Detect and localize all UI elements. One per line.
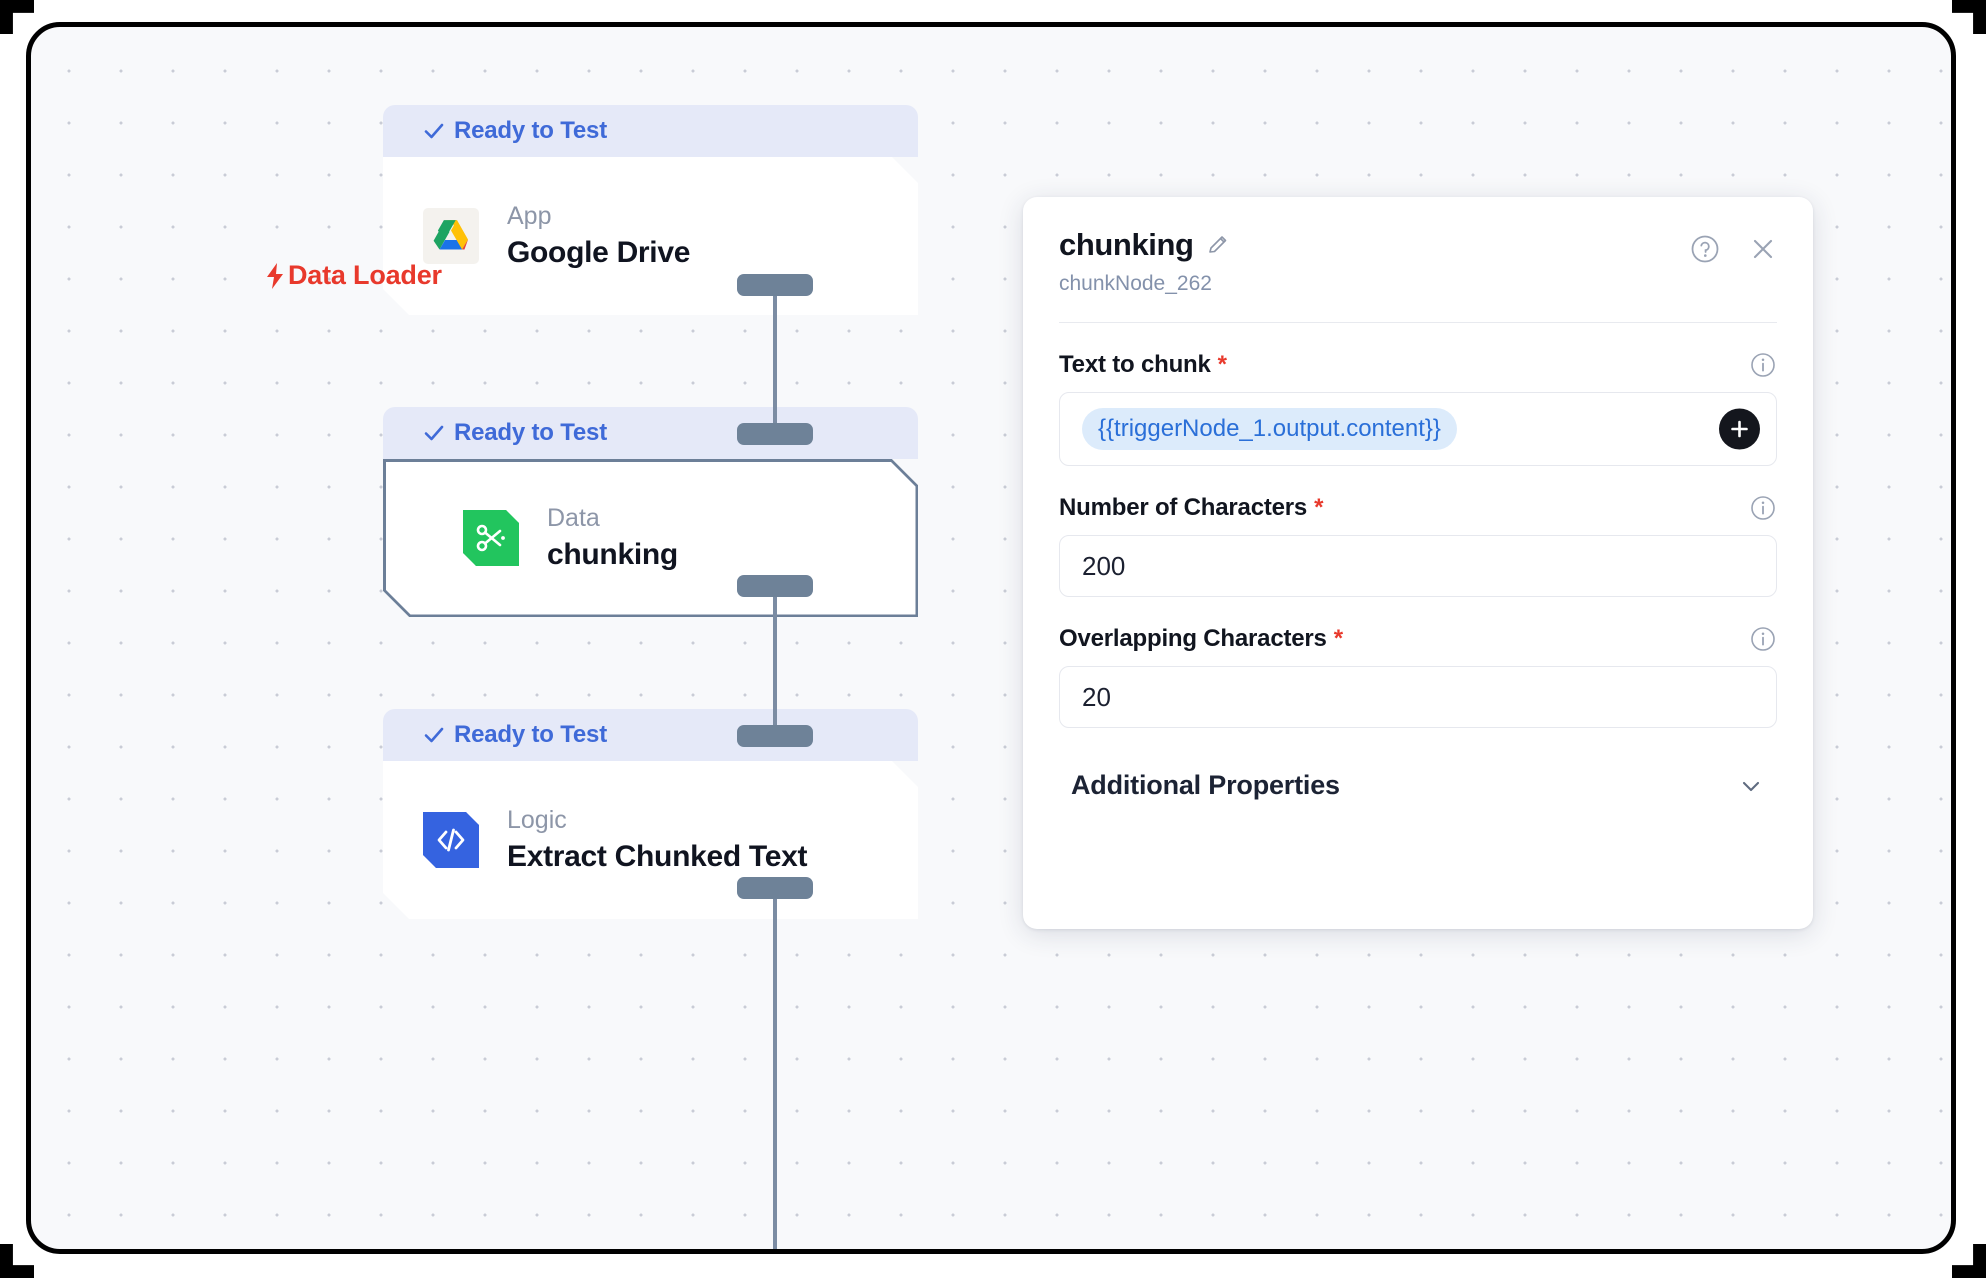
field-label: Text to chunk * [1059, 351, 1227, 379]
node-handle-output-3[interactable] [737, 877, 813, 899]
node-status-label: Ready to Test [454, 721, 607, 748]
info-icon[interactable] [1749, 625, 1777, 653]
check-icon [423, 724, 445, 746]
question-circle-icon[interactable] [1689, 233, 1721, 265]
panel-title: chunking [1059, 227, 1194, 262]
required-asterisk: * [1314, 494, 1324, 521]
google-drive-icon [423, 208, 479, 264]
flow-node-google-drive[interactable]: Ready to Test [383, 105, 918, 315]
code-brackets-icon [423, 812, 479, 868]
check-icon [423, 120, 445, 142]
field-label: Number of Characters * [1059, 494, 1323, 522]
field-overlapping-characters: Overlapping Characters * 20 [1059, 625, 1777, 728]
registration-mark-bottom-left [0, 1244, 34, 1278]
additional-properties-accordion[interactable]: Additional Properties [1059, 770, 1777, 801]
field-number-of-characters: Number of Characters * 200 [1059, 494, 1777, 597]
input-value: 20 [1082, 681, 1111, 712]
node-status-bar: Ready to Test [383, 407, 918, 459]
node-handle-input-3[interactable] [737, 725, 813, 747]
node-kind-label: App [507, 201, 552, 230]
node-title-label: chunking [547, 538, 678, 572]
input-value: 200 [1082, 550, 1126, 581]
node-title-label: Google Drive [507, 236, 691, 270]
node-kind-label: Data [547, 503, 600, 532]
required-asterisk: * [1333, 625, 1343, 652]
info-icon[interactable] [1749, 351, 1777, 379]
node-status-bar: Ready to Test [383, 709, 918, 761]
panel-subtitle: chunkNode_262 [1059, 272, 1212, 295]
node-status-label: Ready to Test [454, 117, 607, 144]
data-loader-label: Data Loader [264, 260, 442, 291]
registration-mark-top-right [1952, 0, 1986, 34]
expression-token[interactable]: {{triggerNode_1.output.content}} [1082, 407, 1457, 451]
node-status-label: Ready to Test [454, 419, 607, 446]
plus-icon[interactable] [1719, 408, 1760, 450]
lightning-bolt-icon [264, 262, 286, 290]
panel-body: Text to chunk * {{triggerNode_1. [1023, 351, 1813, 801]
chevron-down-icon[interactable] [1737, 772, 1765, 800]
node-properties-panel: chunking chunkNode_262 [1023, 197, 1813, 929]
connector-line-2 [773, 582, 777, 744]
close-icon[interactable] [1747, 233, 1779, 265]
node-card-body[interactable]: App Google Drive [383, 157, 918, 315]
node-card-body[interactable]: Logic Extract Chunked Text [383, 761, 918, 919]
data-loader-label-text: Data Loader [288, 260, 442, 290]
panel-divider [1059, 322, 1777, 323]
connector-line-1 [773, 282, 777, 442]
node-kind-label: Logic [507, 805, 567, 834]
field-label-text: Text to chunk [1059, 351, 1211, 378]
node-status-bar: Ready to Test [383, 105, 918, 157]
flow-node-extract-chunked-text[interactable]: Ready to Test Logic Extract Chunked Text [383, 709, 918, 919]
node-card-body[interactable]: Data chunking [383, 459, 918, 617]
flow-node-chunking[interactable]: Ready to Test [383, 407, 918, 617]
overlapping-characters-input[interactable]: 20 [1059, 666, 1777, 728]
workflow-canvas[interactable]: Data Loader Ready to Test [26, 22, 1956, 1254]
registration-mark-top-left [0, 0, 34, 34]
node-title-label: Extract Chunked Text [507, 840, 808, 874]
number-of-characters-input[interactable]: 200 [1059, 535, 1777, 597]
accordion-label: Additional Properties [1071, 770, 1340, 800]
node-handle-output-2[interactable] [737, 575, 813, 597]
info-icon[interactable] [1749, 494, 1777, 522]
field-text-to-chunk: Text to chunk * {{triggerNode_1. [1059, 351, 1777, 466]
required-asterisk: * [1217, 351, 1227, 378]
node-handle-output-1[interactable] [737, 274, 813, 296]
field-label-text: Overlapping Characters [1059, 625, 1327, 652]
scissors-icon [463, 510, 519, 566]
registration-mark-bottom-right [1952, 1244, 1986, 1278]
field-label-text: Number of Characters [1059, 494, 1308, 521]
field-label: Overlapping Characters * [1059, 625, 1343, 653]
pencil-icon[interactable] [1206, 233, 1230, 257]
text-to-chunk-input[interactable]: {{triggerNode_1.output.content}} [1059, 392, 1777, 466]
panel-header: chunking chunkNode_262 [1023, 197, 1813, 296]
connector-line-3 [773, 882, 777, 1249]
node-handle-input-2[interactable] [737, 423, 813, 445]
check-icon [423, 422, 445, 444]
